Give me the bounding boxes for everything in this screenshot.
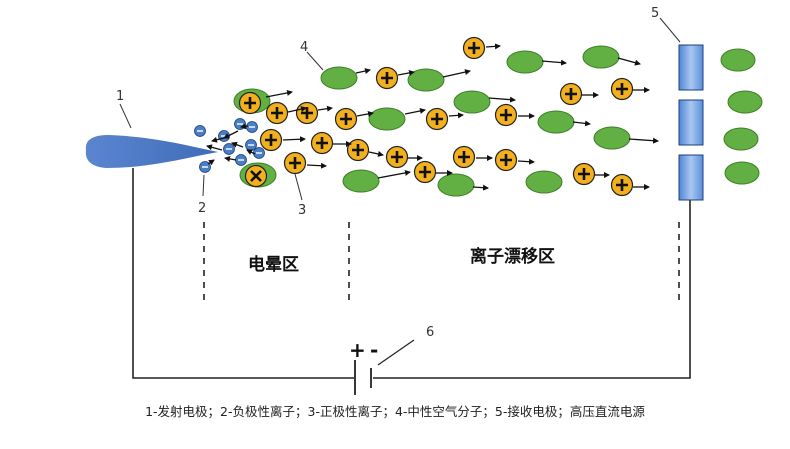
neutral-molecule — [407, 68, 445, 92]
neutral-molecule — [582, 45, 620, 69]
neutral-molecule — [720, 48, 756, 72]
positive-ion — [310, 131, 334, 155]
neutral-molecule — [724, 161, 760, 185]
negative-ion — [253, 147, 265, 159]
positive-ions — [238, 36, 634, 197]
negative-ion — [245, 139, 257, 151]
ionization-event — [244, 164, 268, 188]
positive-ion — [572, 162, 596, 186]
positive-ion — [494, 103, 518, 127]
power-supply — [354, 339, 415, 395]
positive-ion — [346, 138, 370, 162]
negative-ion — [235, 154, 247, 166]
positive-ion — [259, 128, 283, 152]
neutral-molecule — [368, 107, 406, 131]
positive-ion — [494, 148, 518, 172]
positive-ion — [462, 36, 486, 60]
neutral-molecule — [453, 90, 491, 114]
neutral-molecule — [320, 66, 358, 90]
emitter-electrode — [85, 135, 218, 168]
label-2: 2 — [198, 201, 206, 216]
positive-ion — [265, 101, 289, 125]
negative-ion — [199, 161, 211, 173]
collector-plate — [678, 154, 704, 201]
neutral-molecule — [593, 126, 631, 150]
positive-ion — [452, 145, 476, 169]
positive-ion — [295, 101, 319, 125]
positive-ion — [413, 160, 437, 184]
positive-ion — [283, 151, 307, 175]
legend: 1-发射电极；2-负极性离子；3-正极性离子；4-中性空气分子；5-接收电极；高… — [145, 404, 645, 419]
neutral-molecule — [723, 127, 759, 151]
collector-electrodes — [678, 44, 704, 201]
corona-zone-label: 电晕区 — [248, 255, 299, 275]
positive-ion — [425, 107, 449, 131]
positive-ion — [375, 66, 399, 90]
label-4: 4 — [300, 40, 308, 55]
positive-ion — [238, 91, 262, 115]
neutral-molecule — [537, 110, 575, 134]
negative-ion — [194, 125, 206, 137]
negative-ion — [223, 143, 235, 155]
label-6: 6 — [426, 325, 434, 340]
positive-ion — [610, 173, 634, 197]
motion-arrows — [206, 43, 659, 191]
positive-ion — [334, 107, 358, 131]
positive-ion — [559, 82, 583, 106]
zone-dividers — [203, 222, 680, 300]
positive-ion — [610, 77, 634, 101]
neutral-molecule — [342, 169, 380, 193]
neutral-molecule — [525, 170, 563, 194]
neutral-molecule — [437, 173, 475, 197]
label-1: 1 — [116, 89, 124, 104]
circuit-wires — [132, 168, 691, 379]
minus-sign: - — [370, 338, 378, 362]
drift-zone-label: 离子漂移区 — [470, 247, 555, 267]
collector-plate — [678, 99, 704, 146]
label-3: 3 — [298, 203, 306, 218]
neutral-molecule — [506, 50, 544, 74]
plus-sign: + — [349, 338, 366, 362]
neutral-molecule — [727, 90, 763, 114]
collector-plate — [678, 44, 704, 91]
negative-ion — [246, 121, 258, 133]
neutral-molecules — [320, 45, 763, 197]
label-5: 5 — [651, 6, 659, 21]
positive-ion — [385, 145, 409, 169]
negative-ion — [234, 118, 246, 130]
